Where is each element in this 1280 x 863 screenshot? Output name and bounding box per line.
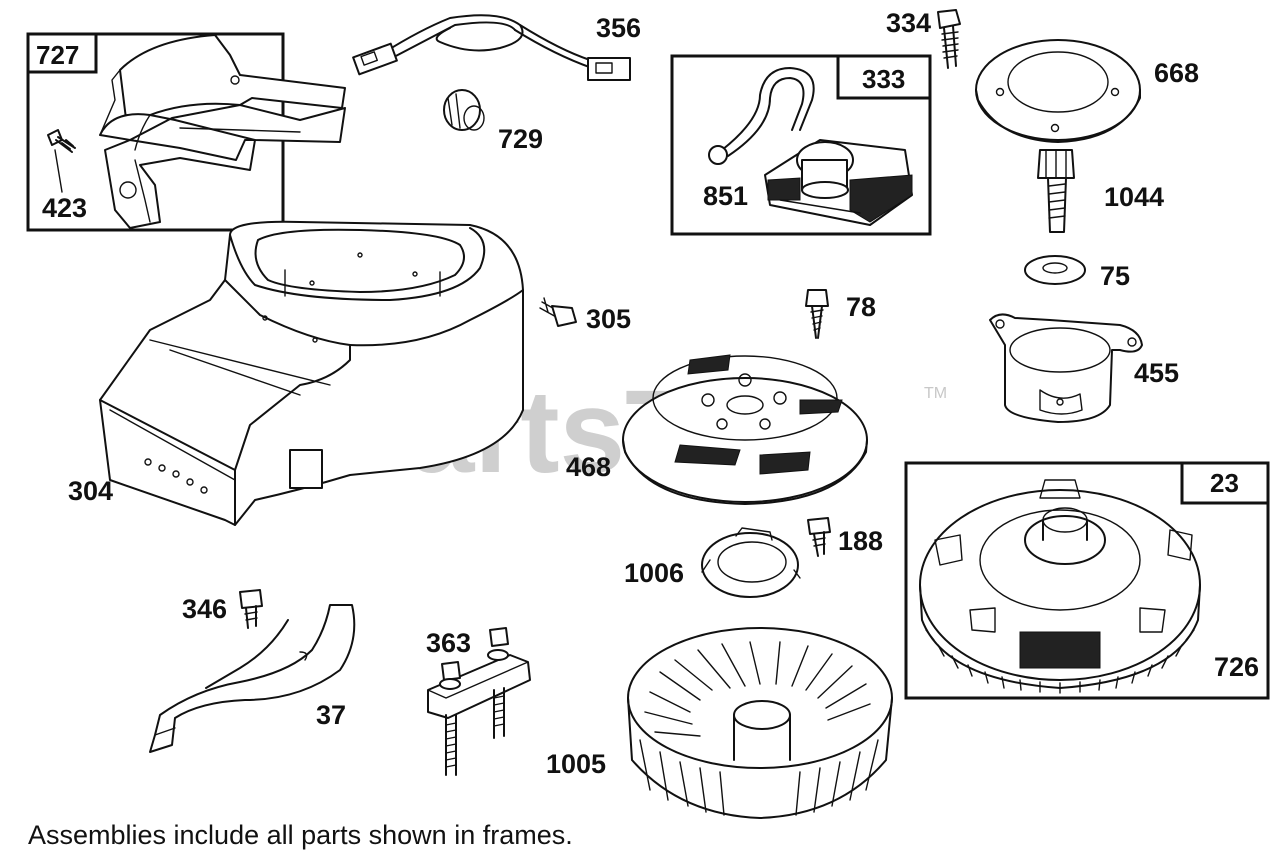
grommet-729-part[interactable] xyxy=(443,89,485,131)
retainer-1006-part[interactable] xyxy=(701,527,801,598)
label-305: 305 xyxy=(586,304,631,334)
label-455: 455 xyxy=(1134,358,1179,388)
label-75: 75 xyxy=(1100,261,1130,291)
label-668: 668 xyxy=(1154,58,1199,88)
screw-78-part[interactable] xyxy=(805,289,829,339)
screw-305-part[interactable] xyxy=(539,297,577,327)
label-363: 363 xyxy=(426,628,471,658)
bracket-363-part[interactable] xyxy=(427,627,531,776)
screw-188-part[interactable] xyxy=(807,517,831,557)
frame-333: 333 xyxy=(670,54,932,236)
label-346: 346 xyxy=(182,594,227,624)
stud-1044-part[interactable] xyxy=(1037,149,1075,233)
label-1005: 1005 xyxy=(546,749,606,779)
bracket-455-part[interactable] xyxy=(989,313,1143,423)
washer-75-part[interactable] xyxy=(1024,255,1086,285)
frame-label-23: 23 xyxy=(1210,468,1239,498)
label-1044: 1044 xyxy=(1104,182,1164,212)
label-304: 304 xyxy=(68,476,113,506)
label-1006: 1006 xyxy=(624,558,684,588)
frame-label-333: 333 xyxy=(862,64,905,94)
label-78: 78 xyxy=(846,292,876,322)
air-guide-37-part[interactable] xyxy=(149,604,356,753)
screw-423-part[interactable] xyxy=(47,129,76,193)
wire-356-part[interactable] xyxy=(352,14,631,81)
footnote: Assemblies include all parts shown in fr… xyxy=(28,820,573,850)
watermark-trademark: TM xyxy=(924,385,947,402)
blower-housing-part[interactable] xyxy=(99,220,524,526)
label-729: 729 xyxy=(498,124,543,154)
label-356: 356 xyxy=(596,13,641,43)
label-468: 468 xyxy=(566,452,611,482)
screw-346-part[interactable] xyxy=(239,589,263,629)
screw-334-part[interactable] xyxy=(937,9,961,69)
frame-23: 23 xyxy=(904,461,1270,700)
fan-1005-part[interactable] xyxy=(627,627,893,819)
label-37: 37 xyxy=(316,700,346,730)
flywheel-part[interactable] xyxy=(919,479,1201,694)
label-851: 851 xyxy=(703,181,748,211)
rotating-screen-part[interactable] xyxy=(622,354,868,505)
air-guide-part[interactable] xyxy=(99,34,346,229)
armature-part[interactable] xyxy=(708,67,913,226)
label-188: 188 xyxy=(838,526,883,556)
label-334: 334 xyxy=(886,8,931,38)
frame-label-727: 727 xyxy=(36,40,79,70)
label-423: 423 xyxy=(42,193,87,223)
label-726: 726 xyxy=(1214,652,1259,682)
plate-668-part[interactable] xyxy=(975,39,1141,143)
